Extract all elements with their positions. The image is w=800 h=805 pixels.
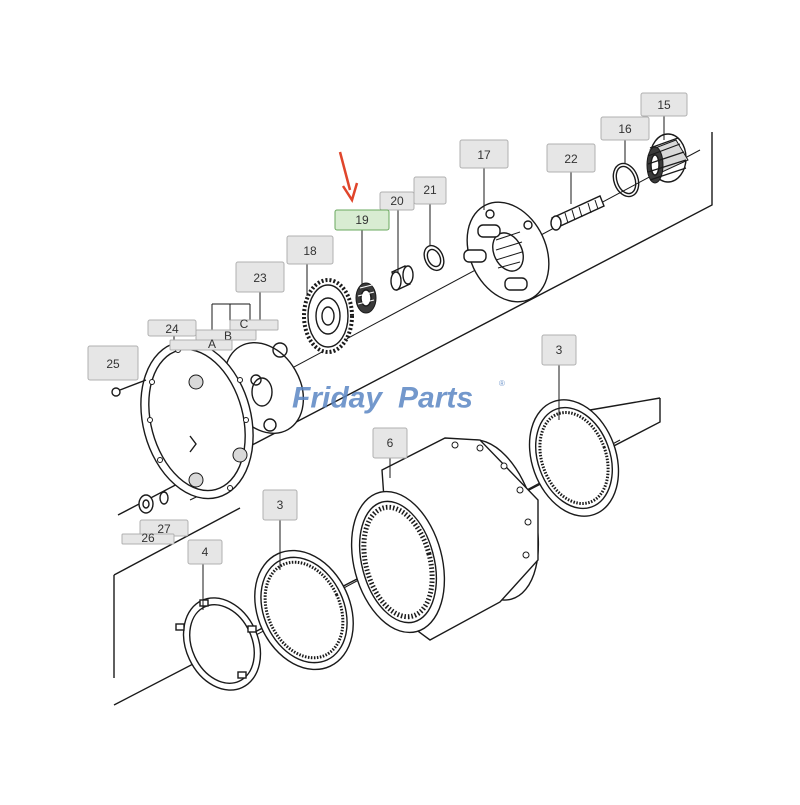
callout-20[interactable]: 20 — [379, 191, 415, 211]
watermark-text-left: Friday — [292, 382, 383, 415]
callout-22-label: 22 — [564, 152, 578, 166]
callout-18-label: 18 — [303, 244, 317, 258]
callout-27[interactable]: 27 — [139, 519, 189, 537]
part-15-spline-gear — [646, 133, 689, 184]
callout-25-label: 25 — [106, 357, 120, 371]
pointer-arrow-icon — [338, 151, 359, 203]
callout-24-label: 24 — [165, 322, 179, 336]
watermark-logo: Friday Parts ® — [292, 379, 505, 415]
part-16-snap-ring — [612, 162, 640, 198]
part-25-bolt — [111, 379, 147, 397]
callout-17[interactable]: 17 — [459, 139, 509, 169]
callout-22[interactable]: 22 — [546, 143, 596, 173]
callout-3-lower[interactable]: 3 — [262, 489, 298, 521]
callout-26-label: 26 — [141, 531, 155, 545]
callout-4-label: 4 — [202, 545, 209, 559]
callout-21-label: 21 — [423, 183, 437, 197]
callout-3-lower-label: 3 — [277, 498, 284, 512]
sub-label-a-text: A — [208, 337, 216, 351]
callout-19[interactable]: 19 — [334, 209, 390, 231]
watermark-registered-mark: ® — [499, 379, 505, 388]
part-18-planet-gear — [302, 278, 354, 354]
callout-6[interactable]: 6 — [372, 427, 408, 459]
callout-16-label: 16 — [618, 122, 632, 136]
callout-4[interactable]: 4 — [187, 539, 223, 565]
leader-lines — [173, 116, 665, 610]
part-19-needle-bearing — [355, 282, 377, 314]
callout-16[interactable]: 16 — [600, 116, 650, 141]
callout-15[interactable]: 15 — [640, 92, 688, 117]
part-26-27-plug — [138, 491, 169, 514]
sub-label-c: C — [229, 317, 279, 331]
callout-21[interactable]: 21 — [413, 176, 447, 205]
part-24-cover-plate — [140, 340, 254, 500]
callout-15-label: 15 — [657, 98, 671, 112]
part-6-ring-gear-housing — [350, 437, 540, 641]
callout-19-label: 19 — [355, 213, 369, 227]
watermark-text-right: Parts — [398, 382, 473, 415]
sub-label-a: A — [169, 337, 233, 351]
part-20-bushing — [390, 265, 414, 291]
callout-20-label: 20 — [390, 194, 404, 208]
callout-3-upper-label: 3 — [556, 343, 563, 357]
sub-label-c-text: C — [240, 317, 249, 331]
callout-24[interactable]: 24 — [147, 319, 197, 337]
sub-label-b-text: B — [224, 329, 232, 343]
callout-23[interactable]: 23 — [235, 261, 285, 293]
callout-17-label: 17 — [477, 148, 491, 162]
part-22-shaft — [550, 195, 605, 231]
callout-27-label: 27 — [157, 522, 171, 536]
part-4-lock-ring — [175, 597, 262, 691]
part-3-bearing-upper — [528, 399, 620, 517]
part-3-bearing-lower — [254, 549, 354, 671]
callout-3-upper[interactable]: 3 — [541, 334, 577, 366]
callout-18[interactable]: 18 — [286, 235, 334, 265]
part-21-thrust-washer — [423, 244, 445, 272]
callout-26[interactable]: 26 — [121, 531, 175, 545]
callout-6-label: 6 — [387, 436, 394, 450]
callout-23-label: 23 — [253, 271, 267, 285]
part-17-planet-carrier — [463, 201, 550, 303]
callout-25[interactable]: 25 — [87, 345, 139, 381]
